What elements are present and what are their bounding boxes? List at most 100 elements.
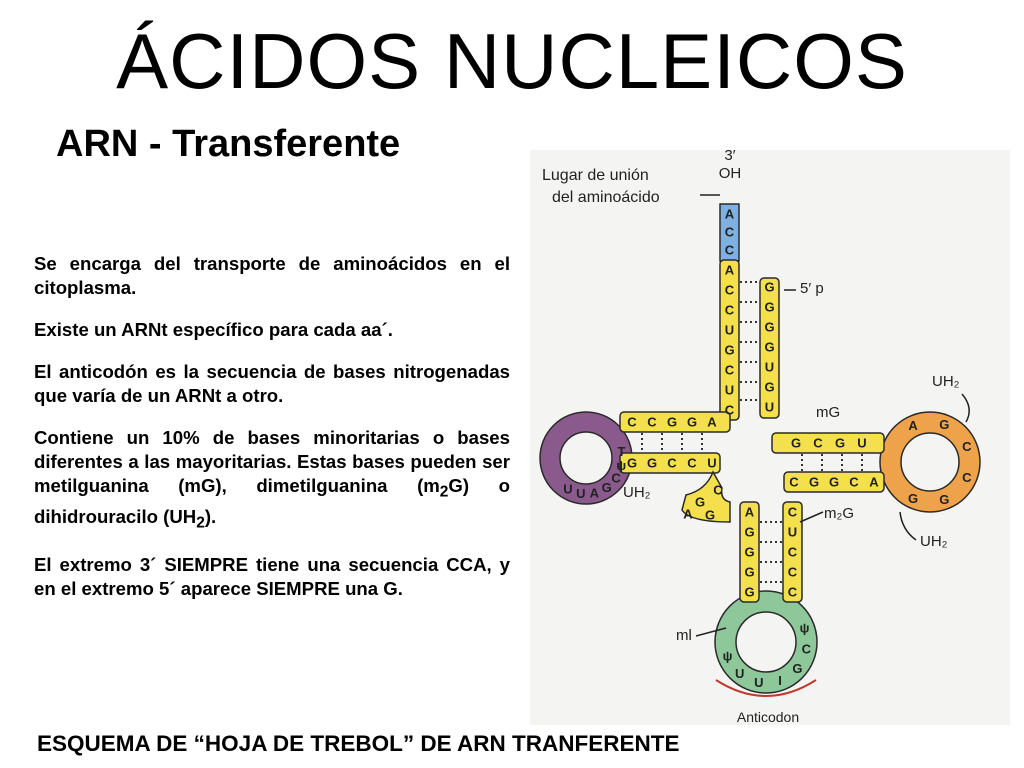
acceptor-left-base: U [725,383,734,398]
t-stem-top [771,432,885,454]
anticodon-stem-left-base: G [744,585,754,600]
anticodon-stem-left-base: A [745,505,755,520]
acceptor-right-base: G [764,320,774,335]
acceptor-right-base: G [764,280,774,295]
acceptor-left-base: C [725,283,735,298]
t-loop-base: G [908,491,918,506]
uh2-top-label: UH₂ [932,373,960,390]
anticodon-loop-base: ψ [800,620,810,635]
paragraph-ends: El extremo 3´ SIEMPRE tiene una secuenci… [34,554,510,600]
paragraph-anticodon: El anticodón es la secuencia de bases ni… [34,361,510,406]
paragraph-minor-bases: Contiene un 10% de bases minoritarias o … [34,427,510,532]
page-title: ÁCIDOS NUCLEICOS [116,17,908,105]
description-text: Se encarga del transporte de aminoácidos… [34,252,510,619]
variable-base: C [713,483,723,498]
anticodon-stem-right [782,501,803,603]
acceptor-left-base: A [725,263,735,278]
mg-label: mG [816,404,840,421]
trna-stems [619,203,885,603]
pointer-lines [695,194,970,697]
figure-caption: ESQUEMA DE “HOJA DE TREBOL” DE ARN TRANF… [37,731,680,756]
t-loop-base: C [962,470,972,485]
acceptor-right-base: G [764,300,774,315]
d-stem-top [619,411,731,433]
d-arm-top-base: G [687,415,697,430]
ml-label: ml [676,627,692,644]
uh2-right-label: UH₂ [920,533,948,550]
acceptor-left-base: C [725,303,735,318]
binding-site-label-1: Lugar de unión [542,167,649,184]
anticodon-stem-left [739,501,760,603]
t-arm-bottom-base: A [869,475,879,490]
d-arm-bottom-base: C [667,456,677,471]
t-loop-base: A [908,418,918,433]
trna-loops [539,411,981,694]
acceptor-right-base: G [764,380,774,395]
variable-base: A [683,507,693,522]
d-arm-top-base: C [647,415,657,430]
base-pair-dots [641,281,863,583]
t-arm-top-base: U [857,436,866,451]
d-loop-base: C [611,470,621,485]
acceptor-end-base: A [725,207,735,222]
paragraph-function: Se encarga del transporte de aminoácidos… [34,253,510,298]
d-loop-base: T [617,444,625,459]
d-arm-bottom-base: G [647,456,657,471]
acceptor-stem-right [759,277,780,419]
oh-label: OH [719,165,742,182]
t-stem-bottom [783,471,885,493]
anticodon-loop-base: I [778,673,782,688]
acceptor-left-base: C [725,363,735,378]
page-subtitle: ARN - Transferente [56,123,401,165]
t-loop-base: G [939,492,949,507]
d-loop-base: U [563,482,572,497]
acceptor-right-base: U [765,400,774,415]
anticodon-loop-base: U [754,675,763,690]
t-arm-bottom-base: C [849,475,859,490]
anticodon-loop-base: ψ [723,649,733,664]
variable-base: G [695,495,705,510]
anticodon-stem-left-base: G [744,525,754,540]
d-arm-bottom-base: U [707,456,716,471]
anticodon-stem-right-base: U [788,525,797,540]
d-arm-bottom-base: C [687,456,697,471]
three-prime-label: 3′ [724,150,735,164]
d-stem-bottom [619,452,721,474]
t-arm-top-base: C [813,436,823,451]
uh2-left-label: UH₂ [623,484,651,501]
d-arm-top-base: A [707,415,717,430]
acceptor-left-base: G [724,343,734,358]
d-arm-bottom-base: G [627,456,637,471]
t-arm-bottom-base: G [829,475,839,490]
t-arm-bottom-base: G [809,475,819,490]
d-arm-top-base: G [667,415,677,430]
anticodon-loop-base: U [735,666,744,681]
d-loop-base: G [602,480,612,495]
acceptor-end-base: C [725,225,735,240]
t-arm-top-base: G [835,436,845,451]
anticodon-label: Anticodon [737,709,799,725]
d-loop-base: ψ [616,458,626,473]
anticodon-stem-left-base: G [744,565,754,580]
variable-region [681,470,731,523]
t-loop-base: C [962,439,972,454]
anticodon-stem-left-base: G [744,545,754,560]
variable-base: G [705,508,715,523]
paragraph-specificity: Existe un ARNt específico para cada aa´. [34,319,393,340]
acceptor-end-base: C [725,243,735,258]
t-arm-bottom-base: C [789,475,799,490]
binding-site-label-2: del aminoácido [552,189,660,206]
anticodon-stem-right-base: C [788,545,798,560]
anticodon-loop-base: C [802,642,812,657]
anticodon-stem-right-base: C [788,585,798,600]
acceptor-right-base: G [764,340,774,355]
anticodon-stem-right-base: C [788,565,798,580]
anticodon-stem-right-base: C [788,505,798,520]
acceptor-right-base: U [765,360,774,375]
anticodon-loop-base: G [792,661,802,676]
m2g-label: m₂G [824,505,854,522]
d-arm-top-base: C [627,415,637,430]
five-prime-label: 5′ p [800,280,824,297]
